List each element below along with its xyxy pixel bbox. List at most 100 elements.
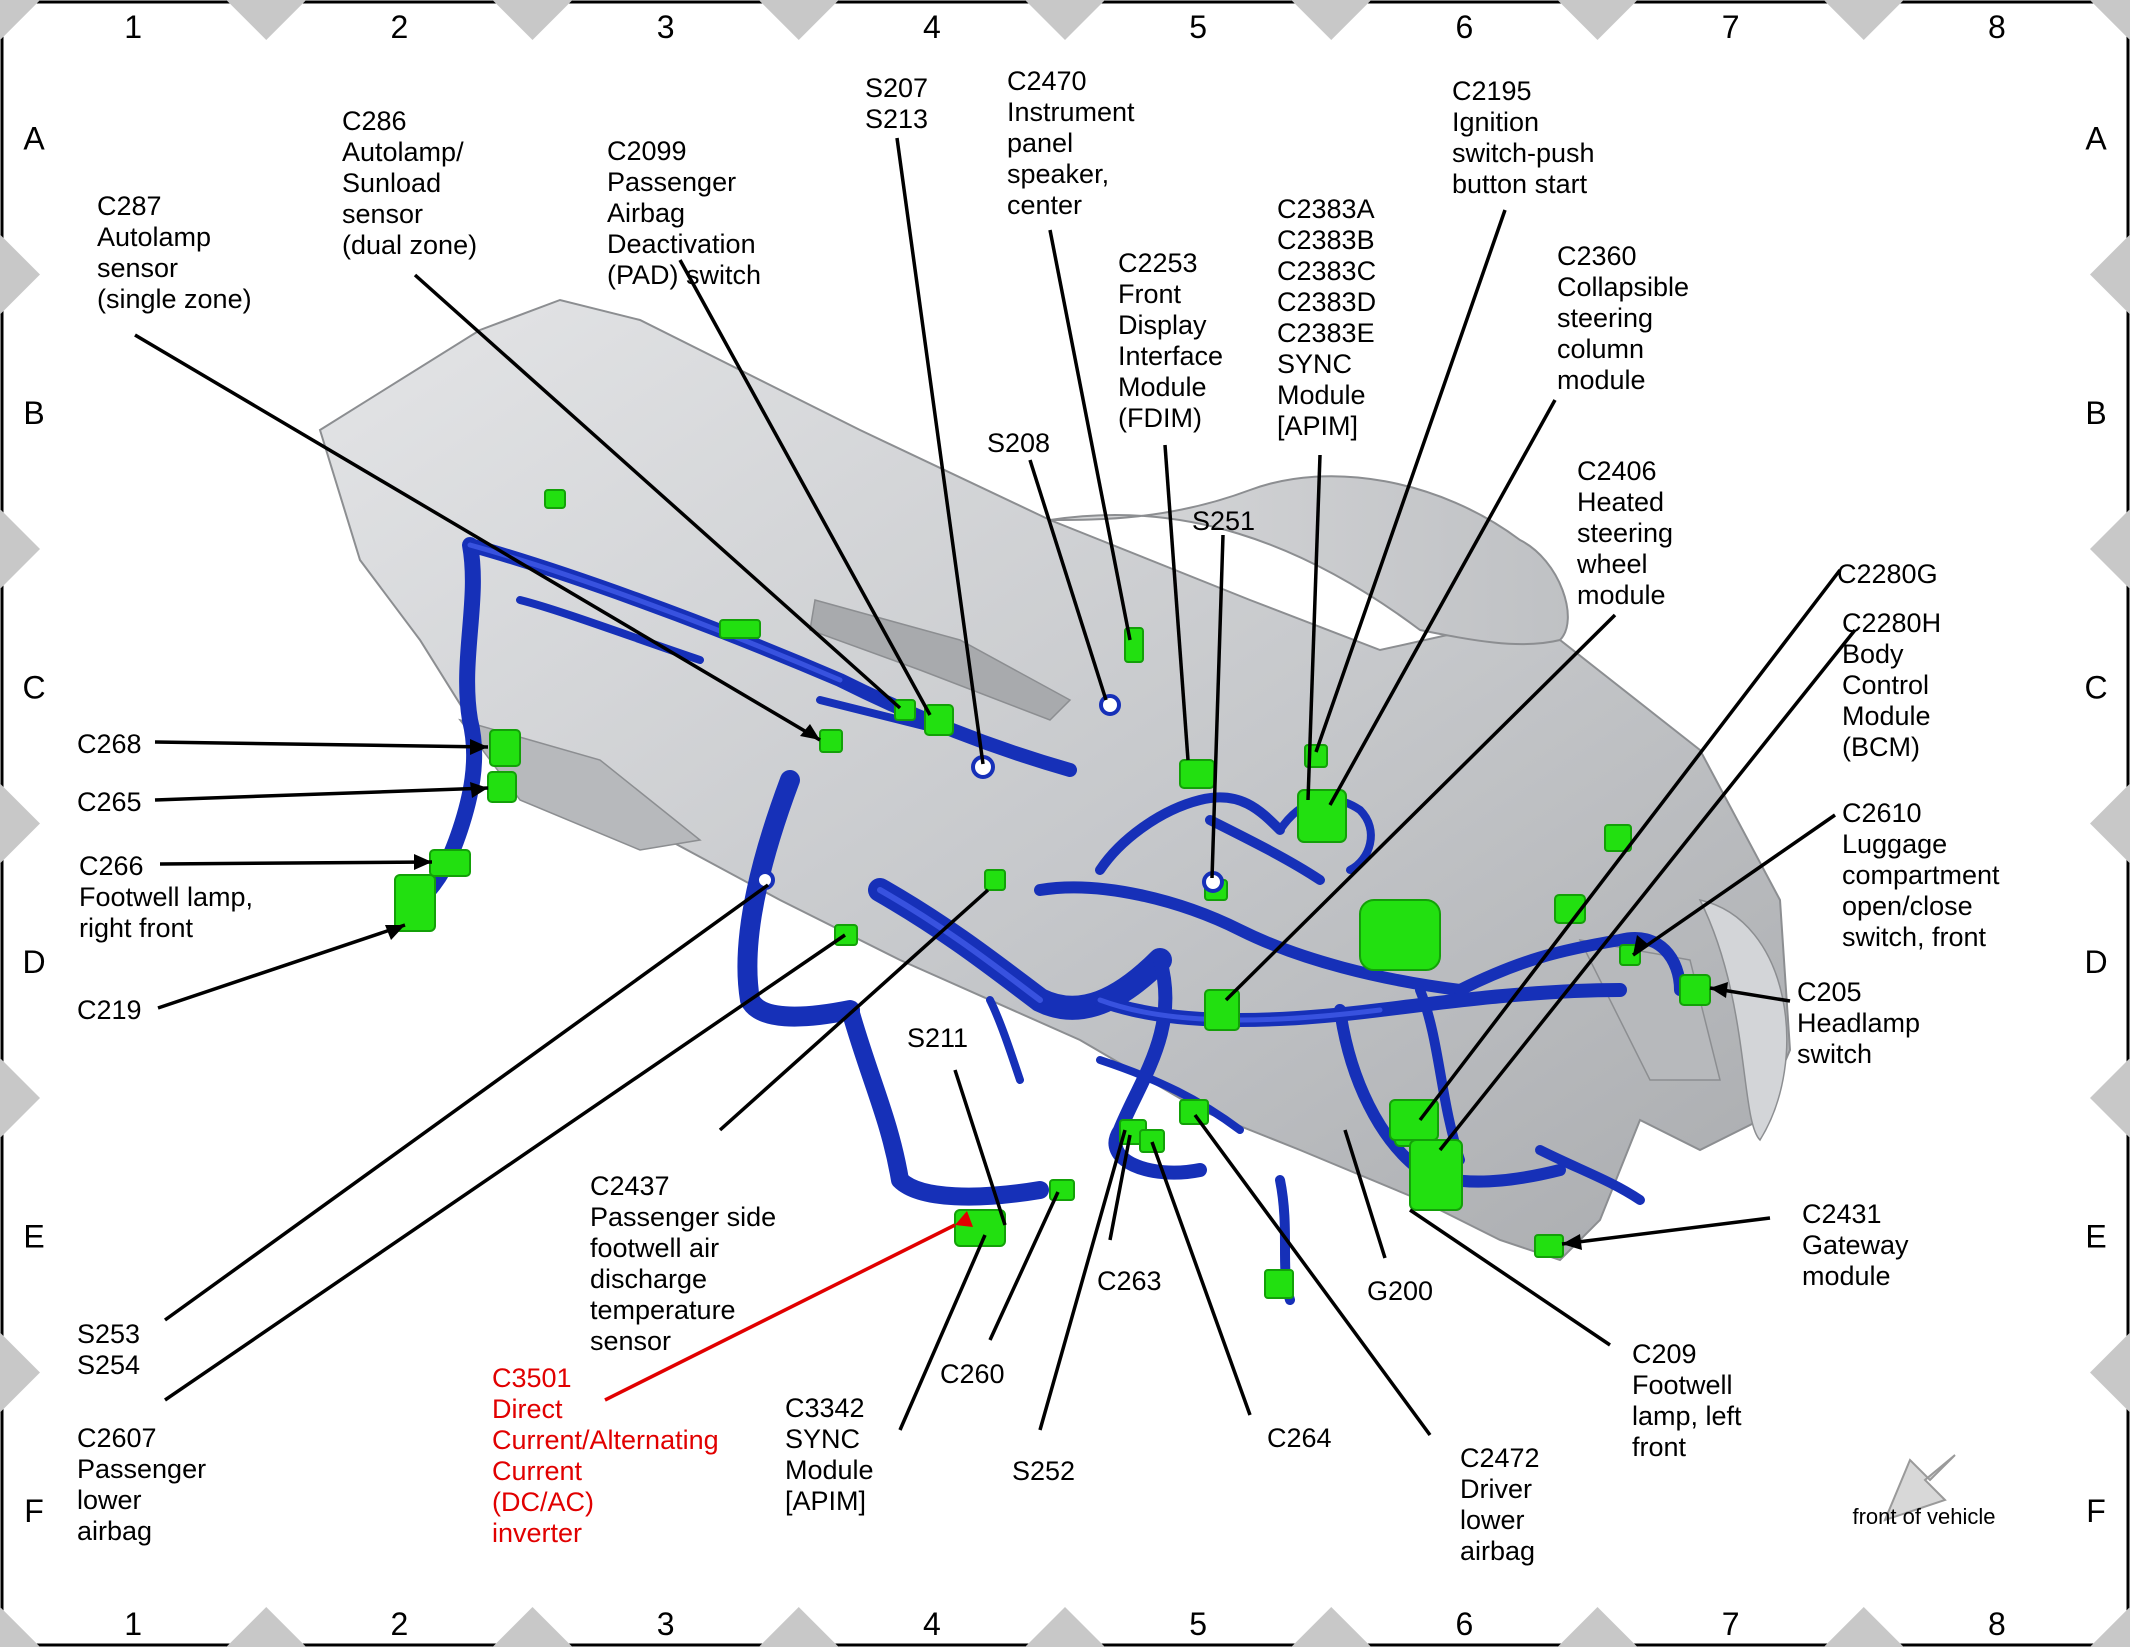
bottom-grid-marker: [1291, 1607, 1372, 1647]
callout-line: C2406: [1577, 456, 1657, 486]
column-label: 5: [1189, 9, 1207, 45]
right-grid-marker: [2090, 234, 2130, 315]
callout-line: C2383B: [1277, 225, 1375, 255]
callout-line: panel: [1007, 128, 1073, 158]
column-label: 2: [390, 9, 408, 45]
callout-line: C287: [97, 191, 162, 221]
column-label: 6: [1455, 9, 1473, 45]
connector-b: [544, 489, 566, 509]
row-label: D: [22, 944, 45, 980]
callout-line: front: [1632, 1432, 1687, 1462]
callout-line: S253: [77, 1319, 140, 1349]
front-of-vehicle-label: front of vehicle: [1852, 1504, 1995, 1529]
connector-c266: [429, 849, 471, 877]
row-label: F: [24, 1493, 44, 1529]
callout-line: (DC/AC): [492, 1487, 594, 1517]
row-label: B: [2085, 395, 2106, 431]
callout-line: C2383D: [1277, 287, 1376, 317]
callout-line: discharge: [590, 1264, 707, 1294]
callout-line: steering: [1557, 303, 1653, 333]
callout-line: Heated: [1577, 487, 1664, 517]
callout-line: Ignition: [1452, 107, 1539, 137]
callout-c265: C265: [77, 787, 142, 817]
connector-end: [1264, 1269, 1294, 1299]
callout-line: open/close: [1842, 891, 1973, 921]
callout-line: airbag: [77, 1516, 152, 1546]
callout-line: module: [1557, 365, 1646, 395]
row-label: F: [2086, 1493, 2106, 1529]
front-of-vehicle-indicator: front of vehicle: [1852, 1454, 1996, 1529]
callout-line: button start: [1452, 169, 1588, 199]
callout-line: C2360: [1557, 241, 1637, 271]
callout-line: S207: [865, 73, 928, 103]
row-label: D: [2084, 944, 2107, 980]
callout-line: S213: [865, 104, 928, 134]
callout-line: C2383C: [1277, 256, 1376, 286]
connector-c287: [819, 729, 843, 753]
connector-c268: [489, 729, 521, 767]
callout-c263: C263: [1097, 1266, 1162, 1296]
callout-line: (dual zone): [342, 230, 477, 260]
connector-c264: [1139, 1129, 1165, 1153]
callout-c260: C260: [940, 1359, 1005, 1389]
connector-module-large: [1359, 899, 1441, 971]
connector-c2431: [1534, 1234, 1564, 1258]
callout-line: C2383A: [1277, 194, 1375, 224]
leader-lines: [134, 137, 1857, 1437]
callout-line: C2195: [1452, 76, 1532, 106]
connector-c2607: [834, 924, 858, 946]
top-grid-marker: [1823, 0, 1904, 40]
connector-c219: [394, 874, 436, 932]
splice-s208: [1099, 694, 1121, 716]
connector-c205: [1679, 974, 1711, 1006]
callout-line: C2099: [607, 136, 687, 166]
callout-line: module: [1577, 580, 1666, 610]
callout-line: Direct: [492, 1394, 563, 1424]
callout-line: Airbag: [607, 198, 685, 228]
callout-line: Passenger side: [590, 1202, 776, 1232]
callout-line: Module: [785, 1455, 874, 1485]
top-grid-marker: [1025, 0, 1105, 40]
callout-s208: S208: [987, 428, 1050, 458]
callout-line: module: [1802, 1261, 1891, 1291]
column-label: 8: [1988, 1606, 2006, 1642]
callout-line: C219: [77, 995, 142, 1025]
callout-line: C286: [342, 106, 407, 136]
right-grid-marker: [2090, 509, 2130, 589]
row-label: E: [23, 1218, 44, 1254]
callout-line: SYNC: [785, 1424, 860, 1454]
callout-line: right front: [79, 913, 194, 943]
callout-line: Front: [1118, 279, 1182, 309]
bottom-grid-markers: [0, 1607, 2130, 1647]
instrument-panel-illustration: [318, 298, 1792, 1262]
column-label: 5: [1189, 1606, 1207, 1642]
column-label: 1: [124, 1606, 142, 1642]
column-label: 4: [923, 9, 941, 45]
callout-line: C2431: [1802, 1199, 1882, 1229]
top-grid-marker: [492, 0, 573, 40]
callout-line: Luggage: [1842, 829, 1947, 859]
callout-c264: C264: [1267, 1423, 1332, 1453]
callout-line: Display: [1118, 310, 1207, 340]
right-grid-marker: [2090, 0, 2130, 40]
callout-line: lower: [77, 1485, 142, 1515]
left-grid-marker: [0, 1607, 40, 1647]
callout-line: Sunload: [342, 168, 441, 198]
callout-line: Driver: [1460, 1474, 1532, 1504]
callout-line: Module: [1118, 372, 1207, 402]
callout-line: switch: [1797, 1039, 1872, 1069]
connector-c265: [487, 771, 517, 803]
row-label: C: [22, 669, 45, 705]
callout-line: Headlamp: [1797, 1008, 1920, 1038]
top-grid-markers: [0, 0, 2130, 40]
right-grid-marker: [2090, 1058, 2130, 1138]
callout-line: C260: [940, 1359, 1005, 1389]
